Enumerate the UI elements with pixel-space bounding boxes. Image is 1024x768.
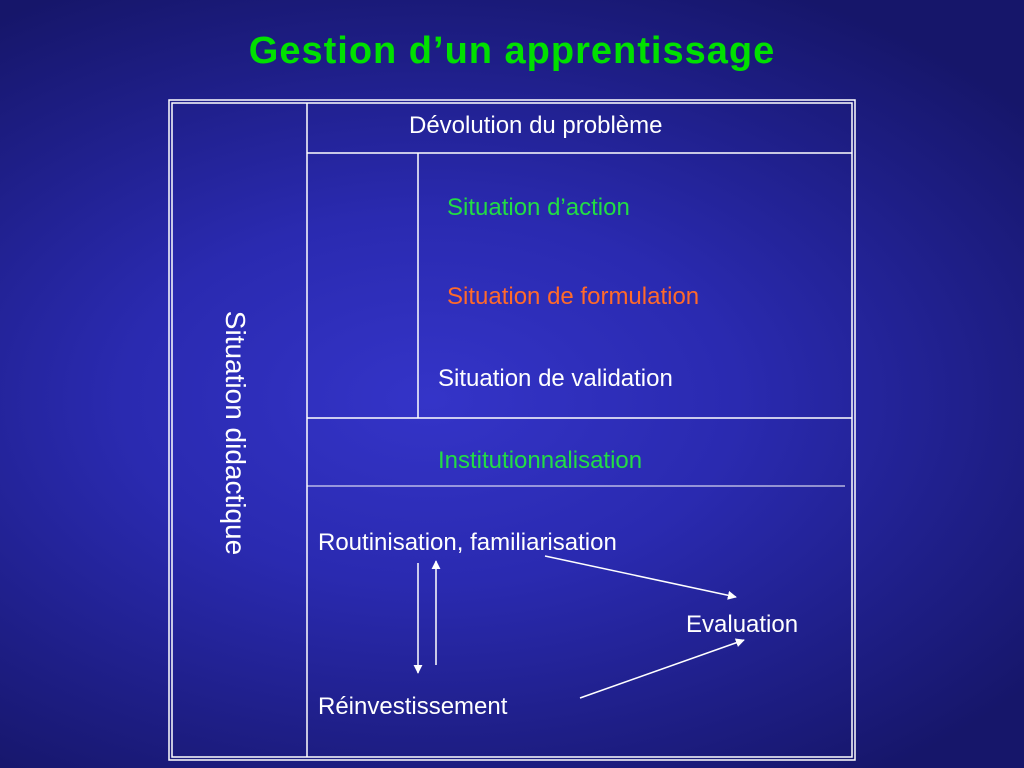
situation-didactique-label: Situation didactique [220, 310, 251, 556]
outer-frame [168, 99, 856, 761]
page-title: Gestion d’un apprentissage [248, 30, 776, 72]
devolution-label: Dévolution du problème [409, 112, 663, 139]
reinvestissement-label: Réinvestissement [318, 693, 508, 720]
situation-validation-label: Situation de validation [438, 365, 673, 392]
situation-action-label: Situation d’action [447, 194, 630, 221]
arrow-routinisation-to-evaluation [544, 555, 737, 600]
institutionnalisation-label: Institutionnalisation [438, 447, 643, 474]
situation-formulation-label: Situation de formulation [447, 283, 700, 310]
arrow-reinvestissement-to-evaluation [579, 638, 745, 699]
inner-frame [171, 102, 853, 758]
routinisation-label: Routinisation, familiarisation [318, 529, 617, 556]
evaluation-label: Evaluation [686, 611, 799, 638]
